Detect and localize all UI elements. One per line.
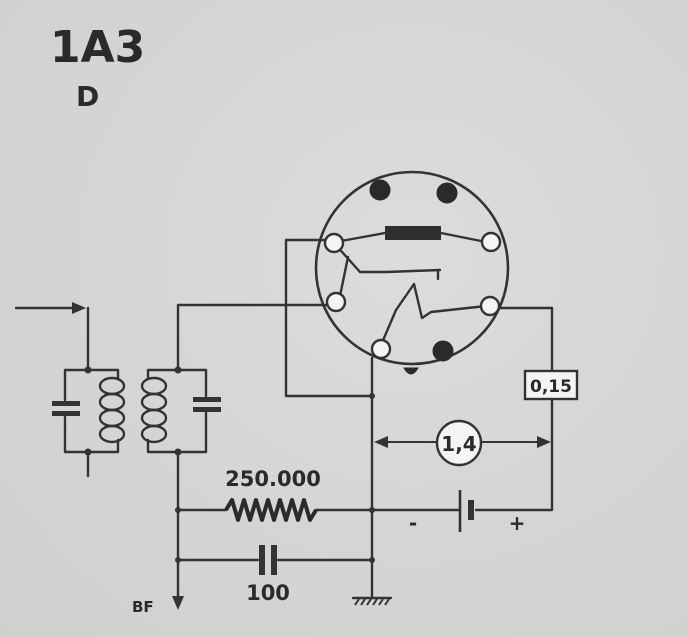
plate-lead-left: [339, 231, 387, 243]
wire-filament-plus: [497, 306, 554, 373]
wire-right-rail: [474, 397, 554, 512]
plate-lead-right: [439, 231, 483, 243]
pin-filament-minus: [370, 338, 392, 360]
primary-coil-top: [86, 368, 120, 380]
filament-voltage-label: 1,4: [441, 432, 476, 456]
ground-hatch: [354, 598, 390, 606]
output-arrow: [172, 596, 184, 610]
junction-dots: [175, 393, 375, 563]
cathode-lead-3: [338, 255, 350, 298]
filament-current-label: 0,15: [530, 377, 572, 397]
input-arrow: [72, 302, 86, 314]
transformer-junctions: [84, 366, 182, 456]
secondary-coil-top: [146, 368, 180, 380]
pin-cathode: [323, 232, 345, 254]
primary-coil-bottom: [86, 438, 120, 454]
filament: [379, 282, 488, 347]
capacitor-plate-left: [259, 545, 265, 575]
primary-capacitor-plate-top: [52, 401, 80, 406]
pin-plate: [480, 231, 502, 253]
battery-minus-label: -: [409, 511, 417, 535]
secondary-capacitor-plate-bottom: [193, 407, 221, 412]
secondary-coil-bottom: [146, 438, 180, 454]
secondary-top-wire: [176, 368, 208, 398]
wire-grid-to-secondary: [176, 303, 329, 374]
capacitor-value-label: 100: [246, 581, 290, 605]
plate-element: [385, 226, 441, 240]
base-key: [403, 367, 419, 375]
primary-capacitor-plate-bottom: [52, 411, 80, 416]
primary-bottom-wire: [63, 415, 90, 454]
arrow-right: [537, 436, 551, 448]
battery-short-plate: [468, 500, 474, 520]
pin-unused-1: [369, 179, 391, 201]
pin-unused-3: [432, 340, 454, 362]
cathode-bar: [384, 268, 442, 274]
secondary-coil: [140, 376, 168, 444]
primary-coil: [98, 376, 126, 444]
wire-cathode-return: [284, 238, 374, 398]
filament-voltage-circle: [435, 419, 483, 467]
tube-subtitle: D: [76, 80, 99, 113]
secondary-capacitor-plate-top: [193, 397, 221, 402]
filament-current-box: [523, 369, 579, 401]
pin-grid: [325, 291, 347, 313]
capacitor-plate-right: [271, 545, 277, 575]
tube-type-title: 1A3: [50, 22, 145, 73]
battery-plus-label: +: [509, 511, 526, 535]
pin-unused-2: [436, 182, 458, 204]
secondary-bottom-wire: [176, 411, 208, 454]
resistor-value-label: 250.000: [225, 467, 321, 491]
pin-filament-plus: [479, 295, 501, 317]
primary-top-wire: [63, 368, 90, 402]
output-label: BF: [132, 598, 154, 616]
grid-leak-resistor: [224, 498, 318, 522]
tube-envelope: [314, 170, 510, 366]
arrow-left: [374, 436, 388, 448]
